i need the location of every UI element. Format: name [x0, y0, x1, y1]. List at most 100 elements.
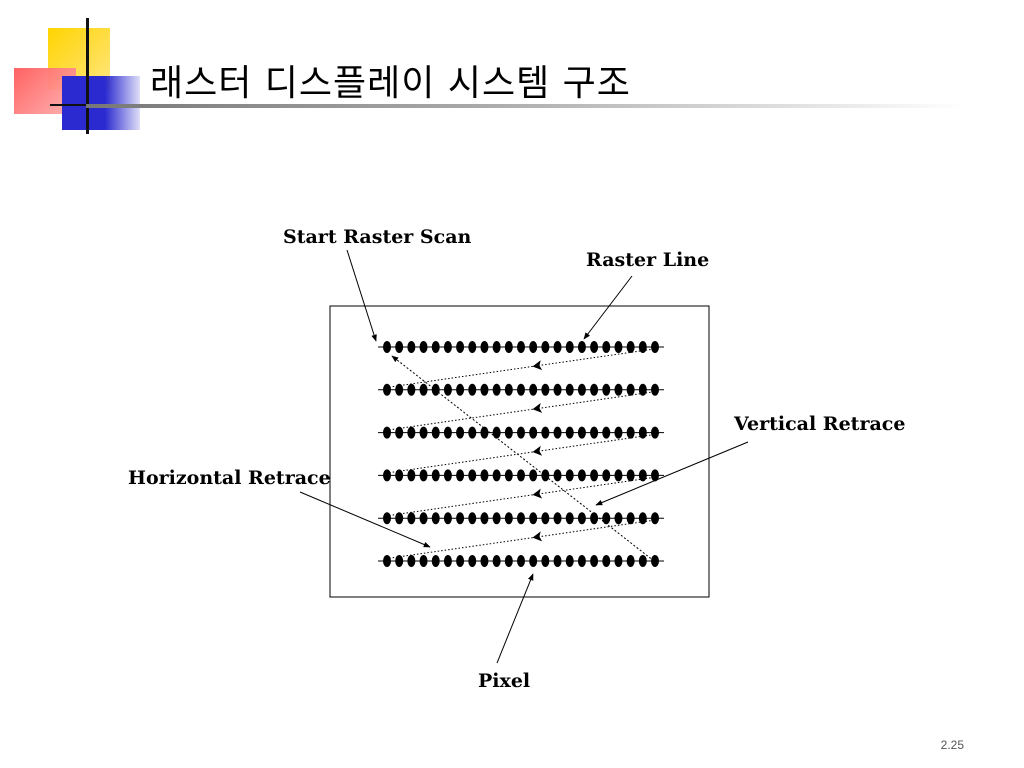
slide-page-number: 2.25: [940, 738, 964, 752]
pixel-dot: [480, 469, 489, 482]
raster-lines: [378, 341, 664, 567]
horizontal-retrace-arrow: [299, 491, 431, 548]
horizontal-retrace-label: Horizontal Retrace: [128, 467, 331, 489]
retrace-arrowhead: [532, 445, 543, 456]
horizontal-retrace-path: [383, 348, 655, 389]
pixel-dot: [504, 512, 513, 525]
pixel-dot: [529, 426, 538, 439]
pixel-dot: [638, 555, 647, 567]
pixel-dot: [468, 512, 477, 525]
pixel-dot: [529, 469, 538, 482]
pixel-dot: [651, 341, 659, 353]
pixel-arrow: [496, 573, 534, 664]
pixel-dot: [638, 469, 647, 482]
pixel-dot: [638, 426, 647, 439]
pixel-dot: [419, 383, 428, 396]
pixel-dot: [383, 512, 391, 525]
pixel-dot: [504, 555, 513, 567]
pixel-dot: [651, 555, 659, 567]
blue-square-decoration: [62, 76, 140, 130]
horizontal-retrace-path: [383, 391, 655, 432]
pixel-dot: [553, 383, 562, 396]
pixel-dot: [431, 341, 440, 353]
pixel-dot: [431, 512, 440, 525]
pixel-dot: [431, 426, 440, 439]
pixel-dot: [565, 383, 574, 396]
pixel-dot: [492, 555, 501, 567]
pixel-dot: [602, 512, 611, 525]
pixel-dot: [517, 383, 525, 396]
pixel-dot: [626, 341, 635, 353]
pixel-dot: [626, 512, 635, 525]
pixel-dot: [468, 469, 477, 482]
pixel-dot: [541, 469, 550, 482]
vertical-retrace-path: [391, 355, 655, 562]
pixel-dot: [626, 469, 635, 482]
pixel-dot: [529, 512, 538, 525]
pixel-dot: [443, 512, 452, 525]
pixel-dot: [419, 512, 428, 525]
pixel-dot: [443, 555, 452, 567]
pixel-dot: [590, 341, 599, 353]
retrace-arrowhead: [532, 488, 543, 499]
pixel-dot: [443, 426, 452, 439]
pixel-dot: [395, 512, 404, 525]
retrace-arrowhead: [532, 531, 543, 542]
horizontal-retrace-path: [383, 476, 655, 517]
pixel-dot: [456, 383, 465, 396]
pixel-dot: [407, 469, 416, 482]
pixel-dot: [590, 555, 599, 567]
pixel-dot: [419, 469, 428, 482]
pixel-dot: [651, 426, 659, 439]
pixel-label: Pixel: [478, 670, 530, 692]
pixel-dot: [517, 512, 525, 525]
pixel-dot: [565, 469, 574, 482]
pixel-dot: [614, 426, 623, 439]
pixel-dot: [553, 512, 562, 525]
pixel-dot: [480, 555, 489, 567]
pixel-dot: [468, 341, 477, 353]
pixel-dot: [456, 512, 465, 525]
pixel-dot: [565, 555, 574, 567]
raster-line-arrow: [583, 275, 633, 340]
pixel-dot: [541, 512, 550, 525]
pixel-dot: [395, 469, 404, 482]
pixel-dot: [626, 383, 635, 396]
pixel-dot: [651, 469, 659, 482]
pixel-dot: [651, 512, 659, 525]
pixel-dot: [480, 341, 489, 353]
pixel-dot: [456, 469, 465, 482]
pixel-dot: [407, 512, 416, 525]
pixel-dot: [419, 426, 428, 439]
pixel-dot: [602, 426, 611, 439]
pixel-dot: [456, 555, 465, 567]
slide-title: 래스터 디스플레이 시스템 구조: [150, 63, 631, 104]
pixel-dot: [431, 469, 440, 482]
pixel-dot: [602, 469, 611, 482]
pixel-dot: [383, 469, 391, 482]
pixel-dot: [443, 469, 452, 482]
pixel-dot: [638, 512, 647, 525]
retrace-arrowhead: [532, 360, 543, 371]
pixel-dot: [553, 426, 562, 439]
pixel-dot: [602, 383, 611, 396]
pixel-dot: [541, 555, 550, 567]
pixel-dot: [565, 512, 574, 525]
pixel-dot: [395, 383, 404, 396]
pixel-dot: [638, 383, 647, 396]
pixel-dot: [480, 426, 489, 439]
pixel-dot: [492, 512, 501, 525]
start-raster-scan-label: Start Raster Scan: [283, 226, 472, 248]
pixel-dot: [602, 341, 611, 353]
pixel-dot: [590, 469, 599, 482]
pixel-dot: [529, 555, 538, 567]
pixel-dot: [383, 383, 391, 396]
pixel-dot: [504, 426, 513, 439]
raster-line-label: Raster Line: [586, 249, 709, 271]
pixel-dot: [419, 555, 428, 567]
pixel-dot: [480, 512, 489, 525]
pixel-dot: [553, 555, 562, 567]
pixel-dot: [468, 426, 477, 439]
pixel-dot: [504, 383, 513, 396]
pixel-dot: [590, 383, 599, 396]
